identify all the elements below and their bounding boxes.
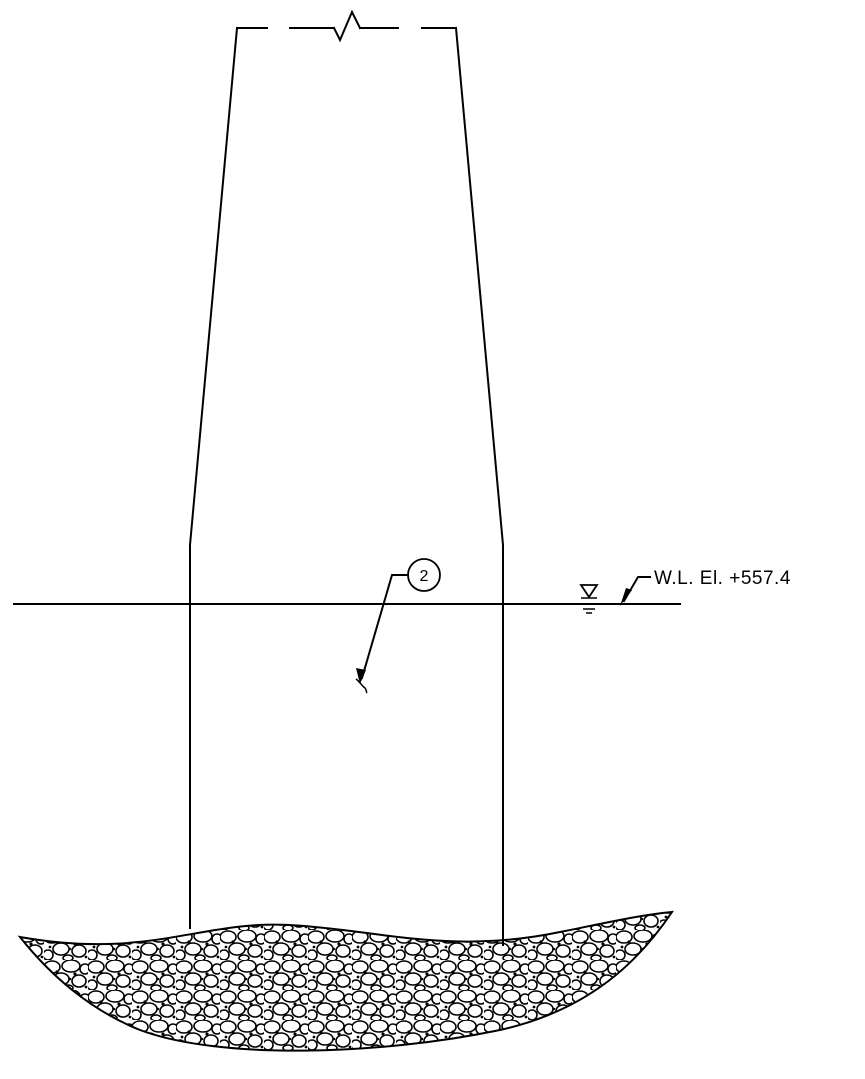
callout-2: 2 <box>355 558 441 694</box>
water-level-triangle-icon <box>579 584 599 614</box>
riprap-hatch <box>17 910 674 1052</box>
water-level-callout: W.L. El. +557.4 <box>620 568 791 606</box>
break-line-icon <box>236 9 457 43</box>
pier-outline <box>188 26 505 946</box>
callout-number: 2 <box>420 568 429 585</box>
water-level-label: W.L. El. +557.4 <box>654 568 791 589</box>
